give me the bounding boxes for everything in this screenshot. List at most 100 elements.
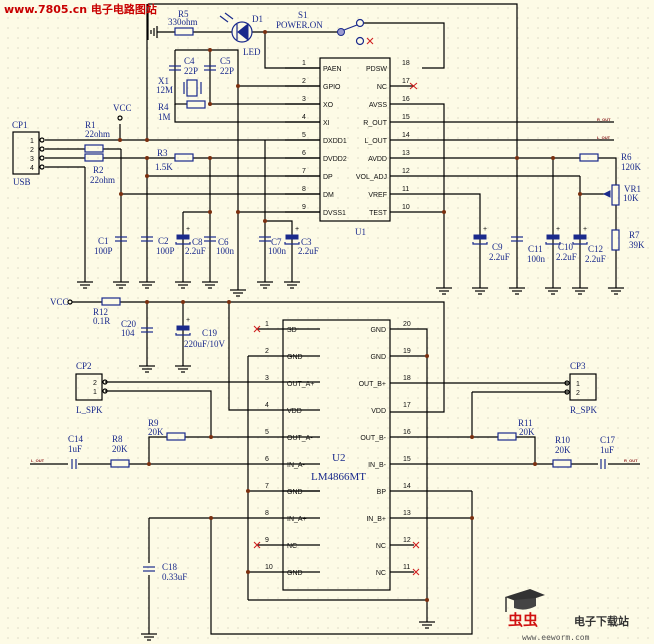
c4-ref: C4 [184,56,195,66]
junction-dot [263,30,267,34]
junction-dot [263,219,267,223]
ground-icon [472,287,488,295]
u2-pin-number: 4 [265,402,269,409]
c11-ref: C11 [528,244,543,254]
u1-pin-number: 2 [302,78,306,85]
c12-value: 2.2uF [585,254,606,264]
u2-pin-number: 3 [265,375,269,382]
u2-pin-name: NC [376,543,386,550]
c7-ref: C7 [271,237,282,247]
r8-value: 20K [112,444,128,454]
c20-value: 104 [121,328,135,338]
c5-ref: C5 [220,56,231,66]
u1-pin-name: XI [323,120,330,127]
led-d1 [219,12,253,43]
u2-pin-number: 8 [265,510,269,517]
c11-value: 100n [527,254,546,264]
c12-ref: C12 [588,244,603,254]
labels: R5 330ohm D1 LED S1 POWER.ON C4 22P C5 2… [12,9,645,582]
c1-ref: C1 [98,236,109,246]
u1-pin-name: XO [323,102,334,109]
ground-icon [77,281,93,289]
junction-dot [118,138,122,142]
watermark-brand-mark: 虫虫 [508,611,538,629]
r4-ref: R4 [158,102,169,112]
u2-pin-name: IN_A+ [287,516,307,523]
connector-cp3-rspk [564,373,597,401]
r1-value: 22ohm [85,129,110,139]
junction-dot [470,435,474,439]
r3-ref: R3 [157,148,168,158]
ground-icon [419,621,435,629]
junction-dot [209,516,213,520]
c18-ref: C18 [162,562,178,572]
r7-ref: R7 [629,230,640,240]
u2-pin-number: 2 [265,348,269,355]
u1-pin-name: DVSS1 [323,210,346,217]
u1-pin-name: GPIO [323,84,341,91]
c18-value: 0.33uF [162,572,187,582]
net-r-out-top: R_OUT [597,117,611,122]
ground-icon [509,287,525,295]
cp2-ref: CP2 [76,361,92,371]
u2-pin-number: 9 [265,537,269,544]
polarity-plus-mark: + [583,226,587,233]
c9-ref: C9 [492,242,503,252]
c8-ref: C8 [192,237,203,247]
u1-pin-name: TEST [369,210,388,217]
ground-icon [608,287,624,295]
cp3-pin-1: 1 [576,381,580,388]
u1-pin-number: 8 [302,186,306,193]
u1-ref: U1 [355,227,366,237]
ground-icon [230,289,246,297]
cp3-value: R_SPK [570,405,598,415]
junction-dot [208,156,212,160]
r8-ref: R8 [112,434,123,444]
s1-value: POWER.ON [276,20,323,30]
u1-pin-number: 7 [302,168,306,175]
junction-dot [425,354,429,358]
junction-dot [145,156,149,160]
r5-ref: R5 [178,9,189,19]
u1-pin-number: 18 [402,60,410,67]
c19-ref: C19 [202,328,218,338]
u1-pins: 1PAEN2GPIO3XO4XI5DXDD16DVDD27DP8DM9DVSS1… [302,60,410,217]
junction-dot [470,516,474,520]
cp2-pin-1: 1 [93,389,97,396]
r9-value: 20K [148,427,164,437]
watermark-top-text: www.7805.cn 电子电路图站 [4,2,157,16]
u2-pins: 1SD2GND3OUT_A+4VDD5OUT_A-6IN_A-7GND8IN_A… [265,321,411,577]
junction-dot [236,84,240,88]
u1-pin-number: 6 [302,150,306,157]
u2-pin-number: 10 [265,564,273,571]
r6-value: 120K [621,162,642,172]
polarity-plus-mark: + [186,226,190,233]
u1-pin-number: 3 [302,96,306,103]
u2-pin-number: 17 [403,402,411,409]
junction-dot [578,192,582,196]
polarity-plus-mark: + [186,317,190,324]
r11-value: 20K [519,427,535,437]
x1-value: 12M [156,85,173,95]
u2-pin-name: VDD [287,408,302,415]
c10-ref: C10 [558,242,574,252]
u2-pin-number: 20 [403,321,411,328]
u2-pin-name: IN_B- [368,462,387,469]
cp1-pin-3: 3 [30,156,34,163]
c17-value: 1uF [600,445,614,455]
u1-pin-name: VOL_ADJ [356,174,387,181]
u1-pin-number: 5 [302,132,306,139]
cp2-value: L_SPK [76,405,103,415]
ground-icon [139,365,155,373]
c14-value: 1uF [68,444,82,454]
junction-dot [147,462,151,466]
r11-ref: R11 [518,418,533,428]
d1-ref: D1 [252,14,263,24]
u1-pin-name: VREF [368,192,387,199]
u1-pin-number: 14 [402,132,410,139]
u1-pin-name: AVDD [368,156,387,163]
c2-ref: C2 [158,236,169,246]
c5-value: 22P [220,66,234,76]
cp2-pin-2: 2 [93,380,97,387]
